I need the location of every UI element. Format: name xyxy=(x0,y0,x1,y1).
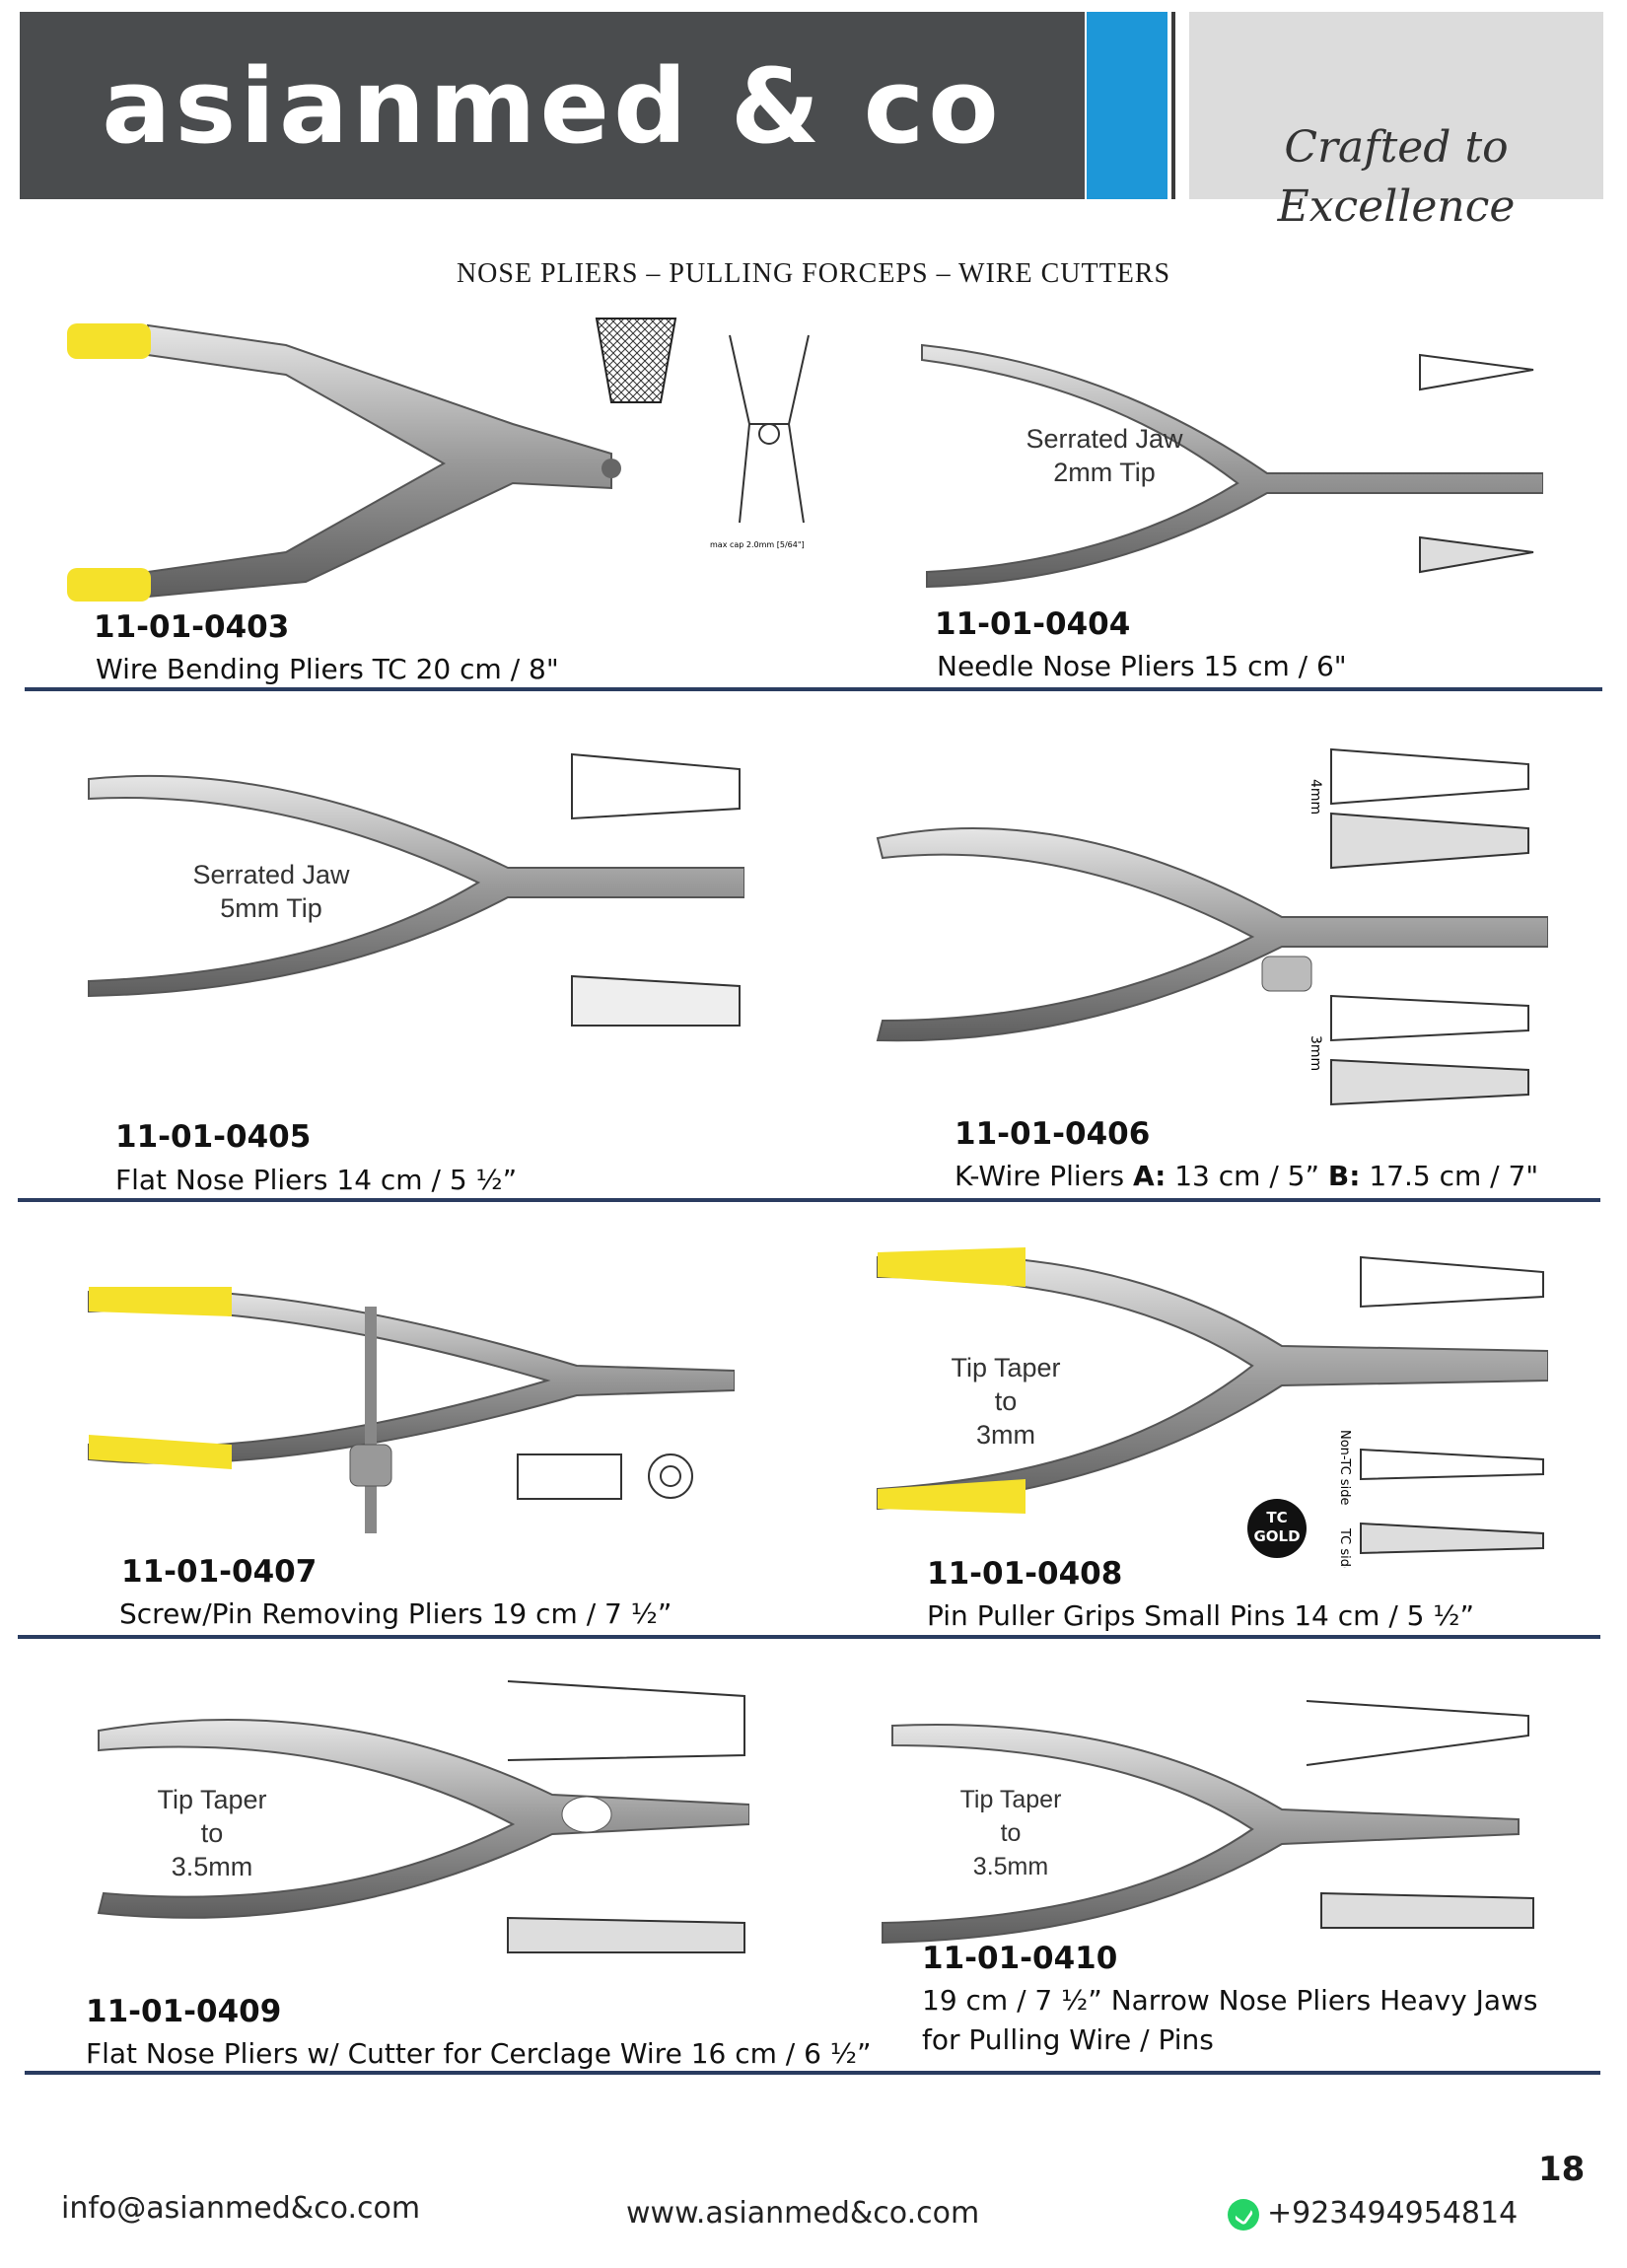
product-code: 11-01-0403 xyxy=(94,609,290,645)
jaw-detail-diagram xyxy=(517,1453,693,1500)
desc-text: 17.5 cm / 7" xyxy=(1360,1160,1539,1192)
product-code: 11-01-0409 xyxy=(86,1994,282,2029)
side-label: Non-TC side xyxy=(1337,1430,1352,1505)
product-description: 19 cm / 7 ½” Narrow Nose Pliers Heavy Ja… xyxy=(922,1984,1538,2017)
callout-line: 5mm Tip xyxy=(220,893,322,923)
callout-0408: Tip Taper to 3mm xyxy=(917,1351,1095,1452)
page-title: NOSE PLIERS – PULLING FORCEPS – WIRE CUT… xyxy=(456,258,1171,289)
header-tagline-panel xyxy=(1189,12,1603,199)
callout-line: 3.5mm xyxy=(171,1852,253,1881)
callout-0410: Tip Taper to 3.5mm xyxy=(927,1783,1095,1883)
callout-line: to xyxy=(200,1818,224,1848)
product-description: Needle Nose Pliers 15 cm / 6" xyxy=(937,650,1347,682)
jaw-detail-crosshatch-icon xyxy=(595,318,677,403)
product-code: 11-01-0408 xyxy=(927,1556,1123,1592)
footer-email[interactable]: info@asianmed&co.com xyxy=(61,2191,421,2226)
variant-label: B: xyxy=(1327,1160,1361,1192)
row-divider xyxy=(18,1198,1600,1202)
product-description: Flat Nose Pliers 14 cm / 5 ½” xyxy=(115,1164,518,1196)
variant-label: A: xyxy=(1132,1160,1167,1192)
footer-phone[interactable]: +923494954814 xyxy=(1228,2196,1518,2231)
callout-line: 3mm xyxy=(976,1420,1035,1450)
callout-line: Tip Taper xyxy=(959,1786,1062,1813)
badge-line: TC xyxy=(1266,1509,1288,1526)
tip-profile-diagram xyxy=(1306,1700,1534,1929)
callout-line: to xyxy=(1000,1819,1022,1847)
product-description: K-Wire Pliers A: 13 cm / 5” B: 17.5 cm /… xyxy=(955,1160,1538,1192)
callout-0404: Serrated Jaw 2mm Tip xyxy=(1006,422,1203,489)
callout-0405: Serrated Jaw 5mm Tip xyxy=(173,858,370,925)
product-code: 11-01-0407 xyxy=(121,1554,318,1590)
dimension-label: 3mm xyxy=(1308,1035,1323,1071)
whatsapp-icon xyxy=(1228,2198,1259,2231)
jaw-profile-diagram: max cap 2.0mm [5/64"] xyxy=(710,334,810,549)
header-accent-blue xyxy=(1087,12,1167,199)
flat-nose-cutter-pliers-image xyxy=(97,1718,749,1919)
callout-line: to xyxy=(994,1386,1018,1416)
row-divider xyxy=(18,1635,1600,1639)
flat-nose-pliers-image xyxy=(88,774,744,998)
needle-nose-pliers-image xyxy=(921,343,1543,589)
product-code: 11-01-0404 xyxy=(935,606,1131,642)
product-description: Wire Bending Pliers TC 20 cm / 8" xyxy=(96,653,559,685)
header-divider xyxy=(1171,12,1175,199)
callout-line: 3.5mm xyxy=(972,1853,1049,1880)
product-description: Pin Puller Grips Small Pins 14 cm / 5 ½” xyxy=(927,1599,1475,1632)
product-description: for Pulling Wire / Pins xyxy=(922,2023,1214,2056)
side-label: TC side xyxy=(1337,1527,1352,1568)
page-number: 18 xyxy=(1538,2150,1586,2189)
wire-bending-pliers-image xyxy=(67,323,621,602)
header-banner xyxy=(20,12,1085,199)
tip-profile-diagram: 4mm 3mm xyxy=(1308,747,1529,1106)
callout-line: Tip Taper xyxy=(951,1353,1061,1382)
dimension-label: 4mm xyxy=(1308,779,1323,815)
jaw-detail-diagram xyxy=(571,752,741,1027)
callout-line: Tip Taper xyxy=(157,1785,267,1814)
badge-line: GOLD xyxy=(1253,1527,1301,1545)
callout-line: Serrated Jaw xyxy=(192,860,350,889)
narrow-nose-pliers-image xyxy=(882,1724,1520,1945)
diagram-note: max cap 2.0mm [5/64"] xyxy=(710,540,805,549)
product-code: 11-01-0406 xyxy=(955,1116,1151,1152)
callout-0409: Tip Taper to 3.5mm xyxy=(128,1783,296,1883)
product-description: Screw/Pin Removing Pliers 19 cm / 7 ½” xyxy=(119,1597,672,1630)
tc-gold-badge: TC GOLD xyxy=(1247,1499,1307,1558)
brand-logo: asianmed & co xyxy=(102,46,1003,167)
product-code: 11-01-0410 xyxy=(922,1941,1118,1976)
k-wire-pliers-image xyxy=(876,827,1548,1042)
brand-tagline: Crafted to Excellence xyxy=(1277,122,1516,232)
callout-line: 2mm Tip xyxy=(1053,458,1156,487)
jaw-detail-diagram xyxy=(507,1680,745,1953)
pin-puller-pliers-image xyxy=(877,1247,1548,1514)
row-divider xyxy=(25,2071,1600,2075)
footer-website[interactable]: www.asianmed&co.com xyxy=(626,2196,980,2231)
row-divider xyxy=(25,687,1602,691)
product-code: 11-01-0405 xyxy=(115,1119,312,1155)
tip-profile-diagram: Non-TC side TC side xyxy=(1337,1255,1544,1568)
desc-text: 13 cm / 5” xyxy=(1166,1160,1328,1192)
desc-text: K-Wire Pliers xyxy=(955,1160,1133,1192)
callout-line: Serrated Jaw xyxy=(1026,424,1183,454)
tip-profile-diagram xyxy=(1419,353,1534,574)
product-description: Flat Nose Pliers w/ Cutter for Cerclage … xyxy=(86,2037,872,2070)
screw-pin-removing-pliers-image xyxy=(88,1287,735,1533)
phone-number: +923494954814 xyxy=(1267,2196,1519,2231)
